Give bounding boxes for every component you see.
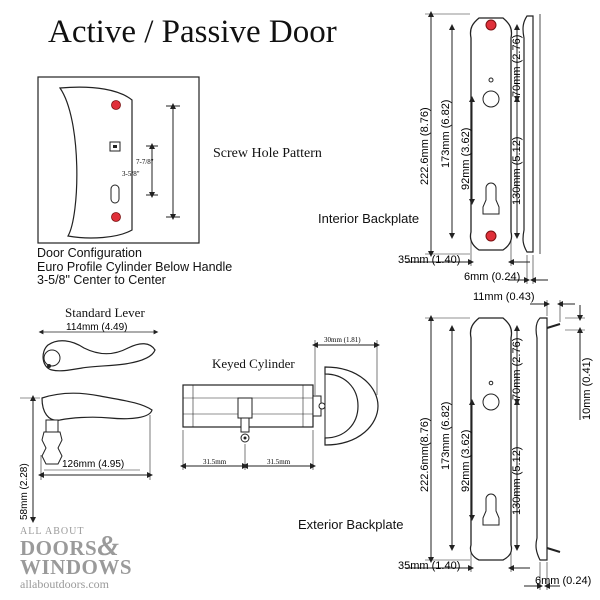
lever-projection: 126mm (4.95) xyxy=(62,459,124,470)
standard-lever: 114mm (4.49) 126mm (4.95) 58mm (2.28) xyxy=(19,322,159,523)
lever-length: 114mm (4.49) xyxy=(66,322,128,333)
int-height: 222.6mm (8.76) xyxy=(419,107,431,185)
screw-dim-outer: 7-7/8" xyxy=(136,158,154,166)
interior-backplate: 222.6mm (8.76) 173mm (6.82) 92mm (3.62) … xyxy=(398,11,548,284)
int-screw-span: 173mm (6.82) xyxy=(440,100,452,168)
standard-lever-label: Standard Lever xyxy=(65,305,145,320)
screw-hole-label: Screw Hole Pattern xyxy=(213,146,322,161)
keyed-cylinder: 30mm (1.81) 31.5mm 31.5mm xyxy=(180,336,380,470)
int-handle-to-bottom: 130mm (5.12) xyxy=(511,137,523,205)
cyl-right-half: 31.5mm xyxy=(267,458,291,466)
door-config-line1: Door Configuration xyxy=(37,246,142,260)
ext-screw-span: 173mm (6.82) xyxy=(440,402,452,470)
door-configuration: Door Configuration Euro Profile Cylinder… xyxy=(37,246,233,288)
keyed-cylinder-label: Keyed Cylinder xyxy=(212,356,295,371)
int-thickness: 6mm (0.24) xyxy=(464,271,520,283)
brand-watermark: ALL ABOUT DOORS& WINDOWS allaboutdoors.c… xyxy=(20,526,132,592)
page-title: Active / Passive Door xyxy=(48,14,337,50)
ext-width: 35mm (1.40) xyxy=(398,560,460,572)
ext-top-to-handle: 70mm (2.76) xyxy=(511,338,523,400)
screw-dim-inner: 3-5/8" xyxy=(122,170,140,178)
interior-backplate-label: Interior Backplate xyxy=(318,211,420,226)
ext-post-length: 11mm (0.43) xyxy=(473,291,535,303)
lever-height: 58mm (2.28) xyxy=(19,463,30,520)
cyl-left-half: 31.5mm xyxy=(203,458,227,466)
ext-handle-to-bottom: 130mm (5.12) xyxy=(511,447,523,515)
door-config-line2: Euro Profile Cylinder Below Handle xyxy=(37,259,233,274)
door-config-line3: 3-5/8" Center to Center xyxy=(37,273,166,287)
exterior-backplate-label: Exterior Backplate xyxy=(298,517,404,532)
watermark-line2b: WINDOWS xyxy=(20,555,133,579)
watermark-line1: ALL ABOUT xyxy=(20,526,85,537)
int-top-to-handle: 70mm (2.76) xyxy=(511,35,523,97)
watermark-line2: DOORS& xyxy=(20,531,120,562)
cyl-thumb: 30mm (1.81) xyxy=(324,336,361,344)
ext-thickness: 6mm (0.24) xyxy=(535,575,591,587)
int-width: 35mm (1.40) xyxy=(398,254,460,266)
screw-hole-pattern: 7-7/8" 3-5/8" xyxy=(37,76,200,244)
ext-handle-to-cyl: 92mm (3.62) xyxy=(460,430,472,492)
exterior-backplate: 222.6mm(8.76) 173mm (6.82) 92mm (3.62) 7… xyxy=(398,291,593,590)
ext-height: 222.6mm(8.76) xyxy=(419,417,431,492)
ext-post-offset: 10mm (0.41) xyxy=(581,358,593,420)
watermark-url: allaboutdoors.com xyxy=(20,577,109,591)
int-handle-to-cyl: 92mm (3.62) xyxy=(460,128,472,190)
